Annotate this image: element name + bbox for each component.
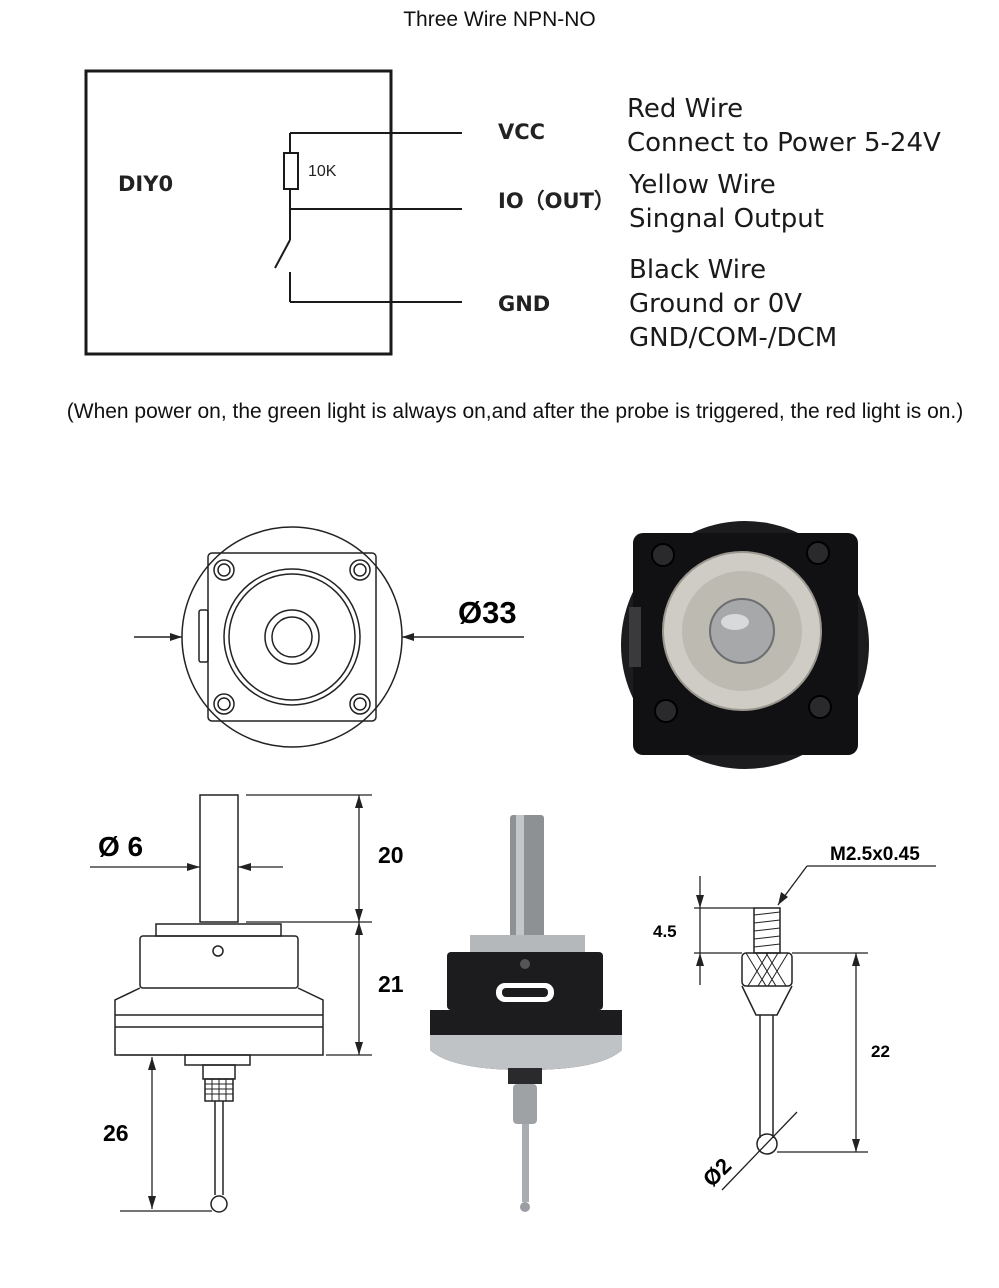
probe-side-photo bbox=[430, 815, 622, 1212]
thread-label: M2.5x0.45 bbox=[830, 844, 920, 865]
pin-io: IO（OUT） bbox=[498, 189, 615, 213]
pin-gnd: GND bbox=[498, 292, 550, 316]
power-note: (When power on, the green light is alway… bbox=[66, 400, 964, 423]
thread-length-label: 4.5 bbox=[653, 922, 677, 941]
diagram-title: Three Wire NPN-NO bbox=[403, 8, 596, 31]
shaft-length-label: 20 bbox=[378, 842, 404, 868]
wire-yellow-label: Yellow Wire bbox=[629, 170, 776, 200]
body-height-label: 21 bbox=[378, 971, 404, 997]
top-view-drawing: Ø33 bbox=[134, 526, 524, 748]
body-diameter-label: Ø33 bbox=[458, 595, 517, 630]
wire-red-label: Red Wire bbox=[627, 94, 744, 124]
wire-black-desc-2: GND/COM-/DCM bbox=[629, 323, 838, 353]
wire-yellow-desc: Singnal Output bbox=[629, 204, 824, 234]
wire-black-desc: Ground or 0V bbox=[629, 289, 803, 319]
wire-black-label: Black Wire bbox=[629, 255, 767, 285]
wire-desc-black: Black Wire Ground or 0V GND/COM-/DCM bbox=[629, 253, 837, 355]
npn-switch bbox=[274, 239, 291, 269]
pullup-resistor bbox=[283, 152, 299, 190]
wiring-schematic: DIY0 10K VCC IO（OUT） GND bbox=[84, 69, 615, 356]
resistor-label: 10K bbox=[308, 163, 337, 180]
probe-bottom-photo bbox=[621, 521, 869, 769]
wire-red-desc: Connect to Power 5-24V bbox=[627, 128, 941, 158]
shaft-diameter-label: Ø 6 bbox=[98, 831, 143, 862]
module-box bbox=[84, 69, 393, 356]
wire-desc-yellow: Yellow Wire Singnal Output bbox=[629, 168, 824, 236]
wire-desc-red: Red Wire Connect to Power 5-24V bbox=[627, 92, 941, 160]
side-view-drawing: Ø 6 20 21 26 bbox=[90, 794, 404, 1213]
stylus-length-label: 26 bbox=[103, 1120, 129, 1146]
module-label: DIY0 bbox=[118, 172, 173, 196]
pin-vcc: VCC bbox=[498, 120, 545, 144]
stylus-detail-drawing: M2.5x0.45 4.5 22 Ø2 bbox=[653, 844, 936, 1192]
stylus-total-label: 22 bbox=[871, 1042, 890, 1061]
ball-diameter-label: Ø2 bbox=[698, 1153, 736, 1191]
